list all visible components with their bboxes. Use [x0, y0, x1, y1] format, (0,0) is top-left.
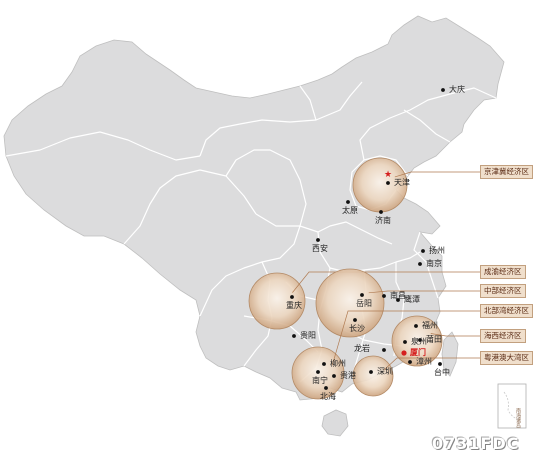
city-label-guigang: 贵港	[340, 371, 356, 380]
inset-caption: 南海诸岛	[515, 408, 521, 428]
city-dot-zhangzhou	[408, 360, 412, 364]
watermark: 0731FDC	[432, 434, 520, 453]
city-dot-shenzhen	[369, 370, 373, 374]
city-label-jinan: 济南	[375, 216, 391, 225]
city-label-yingtan: 鹰潭	[404, 295, 420, 304]
zone-label-jingjinji: 京津冀经济区	[480, 165, 533, 179]
city-dot-changsha	[353, 318, 357, 322]
city-dot-taiyuan	[346, 200, 350, 204]
city-dot-xian	[316, 238, 320, 242]
city-label-beihai: 北海	[320, 392, 336, 401]
south-china-sea-inset	[497, 383, 527, 429]
city-label-longyan: 龙岩	[354, 344, 370, 353]
city-label-nanchang: 南昌	[390, 291, 406, 300]
city-markers: ★	[290, 88, 445, 390]
zone-leader-haixi	[430, 333, 480, 337]
city-label-daqing: 大庆	[449, 85, 465, 94]
city-label-yueyang: 岳阳	[356, 299, 372, 308]
zone-label-chengyu: 成渝经济区	[480, 265, 526, 279]
city-dot-yueyang	[360, 293, 364, 297]
zone-leader-zhongbu	[368, 290, 480, 294]
city-label-nanning: 南宁	[312, 376, 328, 385]
city-label-tianjin: 天津	[394, 178, 410, 187]
zone-leader-yuegangao	[383, 357, 480, 371]
city-dot-nanjing	[418, 262, 422, 266]
zone-label-yuegangao: 粤港澳大湾区	[480, 351, 533, 365]
taiwan-island	[441, 331, 459, 377]
city-dot-longyan	[382, 348, 386, 352]
city-dot-putian	[418, 338, 422, 342]
city-dot-taizhong	[438, 362, 442, 366]
hainan-island	[321, 409, 349, 437]
zone-circle-chengyu	[248, 272, 306, 330]
city-dot-quanzhou	[403, 340, 407, 344]
city-label-xian: 西安	[312, 244, 328, 253]
city-label-zhangzhou: 漳州	[416, 357, 432, 366]
city-label-shenzhen: 深圳	[377, 367, 393, 376]
city-label-liuzhou: 柳州	[330, 359, 346, 368]
capital-star-icon: ★	[384, 170, 392, 180]
zone-label-zhongbu: 中部经济区	[480, 284, 526, 298]
city-label-guiyang: 贵阳	[300, 331, 316, 340]
zone-circle-zhongbu	[315, 268, 385, 338]
zone-leader-beibuwan	[331, 310, 480, 366]
city-dot-daqing	[441, 88, 445, 92]
city-label-putian: 莆田	[426, 335, 442, 344]
city-dot-guigang	[332, 374, 336, 378]
city-dot-guiyang	[292, 334, 296, 338]
city-dot-chongqing	[290, 295, 294, 299]
city-label-quanzhou: 泉州	[411, 337, 427, 346]
zone-label-beibuwan: 北部湾经济区	[480, 304, 533, 318]
city-dot-yingtan	[396, 298, 400, 302]
city-label-changsha: 长沙	[349, 324, 365, 333]
zone-leader-chengyu	[292, 271, 480, 293]
zone-circle-yuegangao	[352, 355, 394, 397]
zone-label-haixi: 海西经济区	[480, 329, 526, 343]
city-label-nanjing: 南京	[426, 259, 442, 268]
city-label-taizhong: 台中	[434, 368, 450, 377]
city-label-yangzhou: 扬州	[429, 246, 445, 255]
zone-leader-jingjinji	[394, 171, 480, 178]
city-dot-jinan	[379, 210, 383, 214]
city-dot-nanchang	[382, 294, 386, 298]
city-label-fuzhou: 福州	[422, 321, 438, 330]
city-dot-nanning	[316, 370, 320, 374]
city-label-chongqing: 重庆	[286, 301, 302, 310]
city-dot-fuzhou	[414, 324, 418, 328]
city-label-taiyuan: 太原	[342, 206, 358, 215]
city-dot-yangzhou	[421, 249, 425, 253]
city-label-xiamen: 厦门	[410, 348, 426, 357]
city-dot-beihai	[324, 386, 328, 390]
city-dot-xiamen	[401, 350, 407, 356]
city-dot-liuzhou	[322, 362, 326, 366]
city-dot-tianjin	[386, 181, 390, 185]
